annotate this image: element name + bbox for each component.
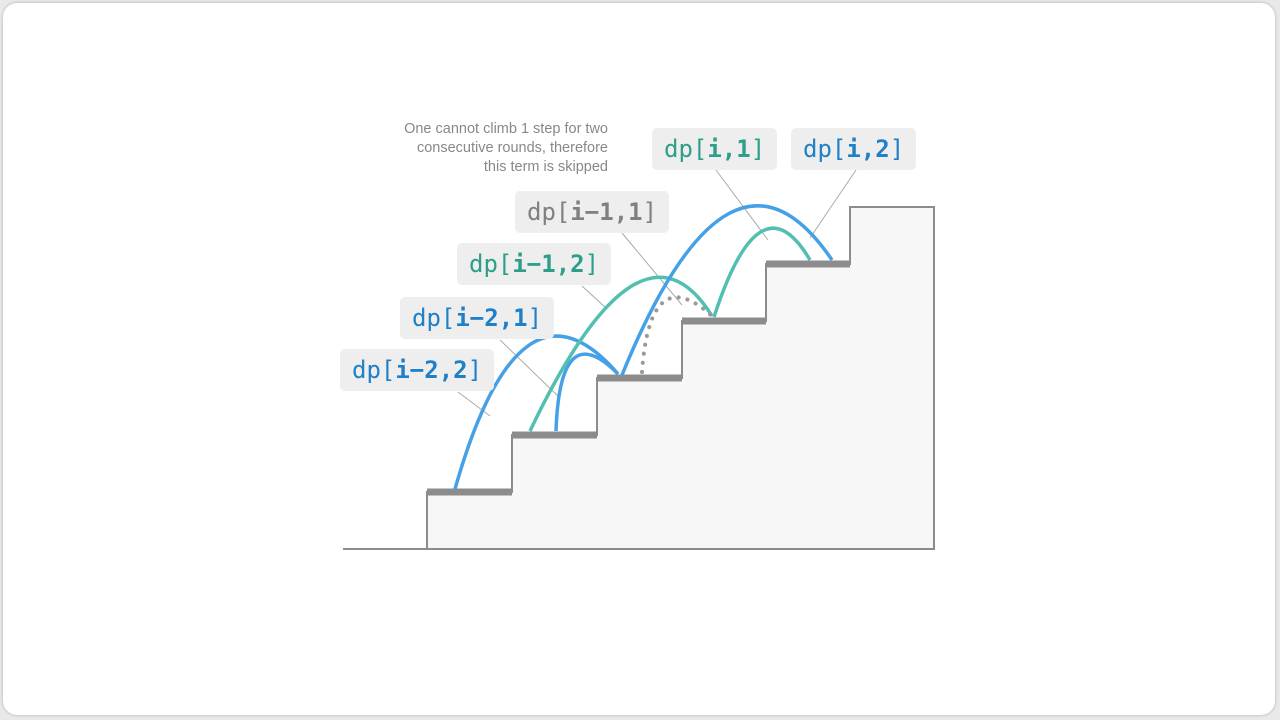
skip-annotation-line-2: consecutive rounds, therefore [416, 140, 608, 156]
leader-dp-i-1 [715, 169, 769, 241]
label-dp-i-1-2-prefix: dp[ [469, 250, 513, 278]
label-dp-i-2: dp[i,2] [791, 128, 917, 170]
label-dp-i-2-2-prefix: dp[ [352, 356, 396, 384]
leader-dp-i-1-2 [581, 285, 607, 309]
skip-annotation-line-3: this term is skipped [483, 159, 608, 175]
arc-dp-i-1 [712, 226, 812, 318]
label-dp-i-1-suffix: ] [750, 135, 766, 163]
label-dp-i-2-1-index: i−2,1 [455, 304, 528, 332]
arc-dp-i-1-2 [528, 275, 714, 432]
arc-dp-i-2 [620, 204, 834, 376]
label-dp-i-2-prefix: dp[ [803, 135, 847, 163]
leader-dp-i-1-1 [621, 232, 683, 306]
leader-dp-i-2-2 [457, 391, 491, 417]
label-dp-i-2-2: dp[i−2,2] [340, 349, 495, 391]
label-dp-i-1-2-suffix: ] [584, 250, 600, 278]
arc-dp-i-2-1 [554, 352, 620, 432]
label-dp-i-1-2: dp[i−1,2] [457, 243, 612, 285]
label-dp-i-1-index: i,1 [707, 135, 751, 163]
canvas-card [3, 3, 1275, 715]
label-dp-i-1-1-suffix: ] [642, 198, 658, 226]
label-dp-i-2-2-suffix: ] [467, 356, 483, 384]
arc-dp-i-2-2 [453, 334, 620, 490]
label-dp-i-2-index: i,2 [846, 135, 890, 163]
label-dp-i-1-1-prefix: dp[ [527, 198, 571, 226]
label-dp-i-1-2-index: i−1,2 [512, 250, 585, 278]
label-dp-i-2-1: dp[i−2,1] [400, 297, 555, 339]
arc-dp-i-1-1-skipped [640, 295, 714, 374]
label-dp-i-2-1-prefix: dp[ [412, 304, 456, 332]
label-dp-i-1-1-index: i−1,1 [570, 198, 643, 226]
skip-annotation-line-1: One cannot climb 1 step for two [404, 121, 608, 137]
label-dp-i-1-1: dp[i−1,1] [515, 191, 670, 233]
label-dp-i-1-prefix: dp[ [664, 135, 708, 163]
leader-dp-i-2 [809, 169, 857, 239]
label-dp-i-2-1-suffix: ] [527, 304, 543, 332]
skip-annotation: One cannot climb 1 step for two consecut… [358, 120, 608, 177]
step-treads [427, 260, 850, 496]
label-dp-i-2-2-index: i−2,2 [395, 356, 468, 384]
label-dp-i-2-suffix: ] [889, 135, 905, 163]
label-dp-i-1: dp[i,1] [652, 128, 778, 170]
